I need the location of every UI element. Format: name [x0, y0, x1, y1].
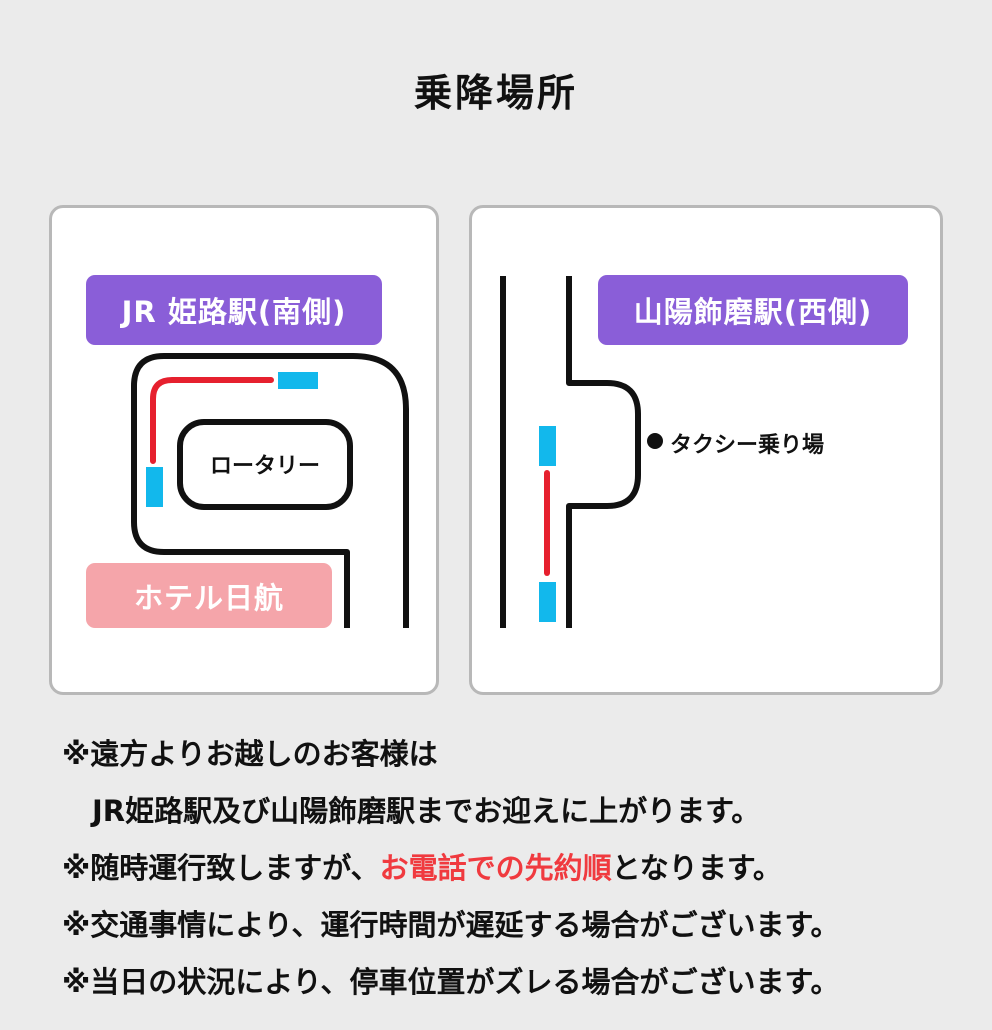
note-line-3-highlight: お電話での先約順: [379, 851, 612, 885]
page-title: 乗降場所: [413, 71, 578, 115]
sanyo-shikama-map-panel: 山陽飾磨駅(西側) タクシー乗り場: [469, 205, 943, 695]
sanyo-shikama-station-label: 山陽飾磨駅(西側): [598, 275, 908, 345]
note-line-2: JR姫路駅及び山陽飾磨駅までお迎えに上がります。: [92, 794, 761, 828]
jr-himeji-map-panel: JR 姫路駅(南側) ロータリー ホテル日航: [49, 205, 439, 695]
stop-marker-left: [146, 467, 163, 507]
note-line-3-post: となります。: [611, 851, 782, 885]
stop-marker-top: [278, 372, 318, 389]
taxi-stand-label: タクシー乗り場: [670, 433, 825, 458]
stop-marker-top: [539, 426, 556, 466]
outer-road-outline: [131, 353, 409, 628]
rotary-island: [177, 419, 353, 510]
note-line-3-pre: ※随時運行致しますが、: [62, 851, 380, 885]
note-line-4: ※交通事情により、運行時間が遅延する場合がございます。: [62, 908, 840, 942]
note-line-5: ※当日の状況により、停車位置がズレる場合がございます。: [62, 965, 840, 999]
road-right-edge-bulge: [566, 276, 641, 628]
notes-section: ※遠方よりお越しのお客様は JR姫路駅及び山陽飾磨駅までお迎えに上がります。 ※…: [62, 726, 962, 1011]
jr-himeji-station-label: JR 姫路駅(南側): [86, 275, 382, 345]
sanyo-shikama-road-map: [500, 276, 663, 628]
stop-marker-bottom: [539, 582, 556, 622]
note-line-3: ※随時運行致しますが、お電話での先約順となります。: [62, 840, 962, 897]
rotary-label: ロータリー: [209, 454, 320, 479]
pickup-route-line: [150, 377, 274, 464]
note-line-1: ※遠方よりお越しのお客様は: [62, 737, 438, 771]
taxi-stand-bullet-icon: [647, 433, 663, 449]
hotel-nikko-label: ホテル日航: [86, 563, 332, 628]
jr-himeji-road-map: [131, 353, 409, 628]
